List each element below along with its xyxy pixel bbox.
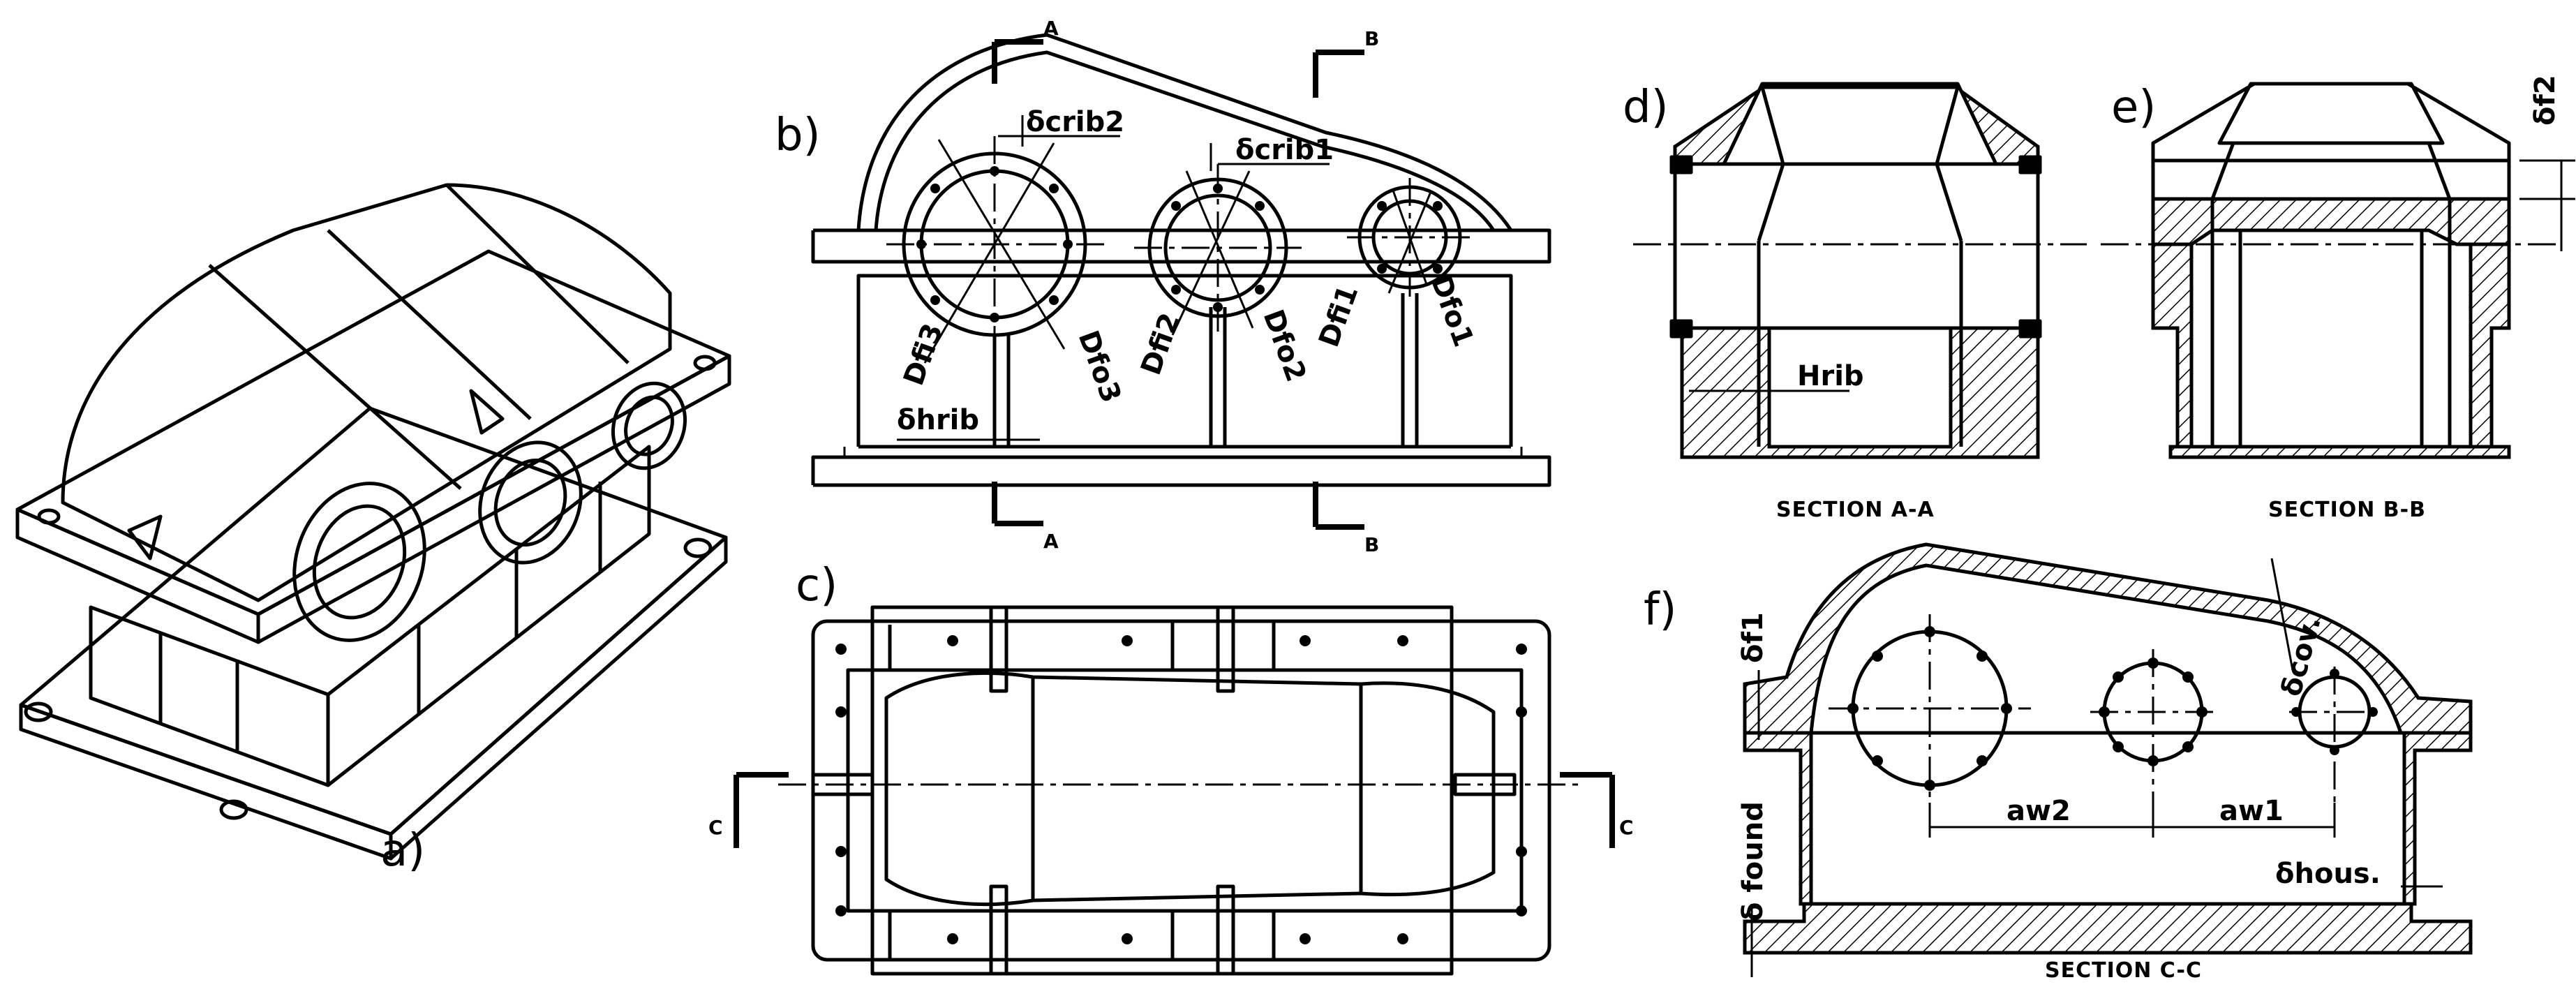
- top-view: [734, 605, 1615, 976]
- label-crib1: δcrib1: [1235, 134, 1334, 166]
- label-aw1: aw1: [2219, 795, 2284, 827]
- label-hrib: δhrib: [897, 404, 979, 436]
- label-crib2: δcrib2: [1026, 106, 1124, 138]
- section-c-c-title: SECTION C-C: [2045, 958, 2202, 983]
- label-dfo3: Dfo3: [1072, 327, 1127, 407]
- front-view: [811, 33, 1551, 530]
- label-dfo1: Dfo1: [1424, 271, 1480, 351]
- label-dfi1: Dfi1: [1313, 281, 1364, 351]
- section-marker-a-bottom: A: [1043, 530, 1059, 553]
- label-aw2: aw2: [2007, 795, 2071, 827]
- section-b-b-view: [2101, 82, 2575, 459]
- section-marker-b-top: B: [1364, 27, 1379, 50]
- label-hrib-section: Hrib: [1797, 360, 1864, 392]
- section-a-a-view: [1633, 82, 2087, 459]
- section-marker-b-bottom: B: [1364, 533, 1379, 556]
- label-found: δ found: [1737, 801, 1769, 921]
- isometric-view: [15, 183, 731, 861]
- section-b-b-title: SECTION B-B: [2268, 498, 2426, 522]
- label-hous: δhous.: [2275, 858, 2381, 890]
- label-df2: δf2: [2529, 75, 2561, 126]
- section-marker-c-right: C: [1619, 816, 1634, 839]
- section-a-a-title: SECTION A-A: [1776, 498, 1935, 522]
- panel-label-f: f): [1644, 584, 1677, 636]
- panel-label-d: d): [1623, 82, 1669, 133]
- label-df1: δf1: [1737, 612, 1769, 663]
- section-marker-a-top: A: [1043, 17, 1059, 40]
- label-dfi2: Dfi2: [1135, 309, 1186, 379]
- panel-label-b: b): [775, 110, 821, 161]
- section-c-c-view: [1743, 542, 2473, 977]
- label-dfo2: Dfo2: [1257, 306, 1312, 386]
- panel-label-c: c): [796, 560, 837, 611]
- panel-label-a: a): [380, 825, 425, 877]
- section-marker-c-left: C: [708, 816, 723, 839]
- panel-label-e: e): [2111, 82, 2156, 133]
- label-dfi3: Dfi3: [898, 319, 949, 389]
